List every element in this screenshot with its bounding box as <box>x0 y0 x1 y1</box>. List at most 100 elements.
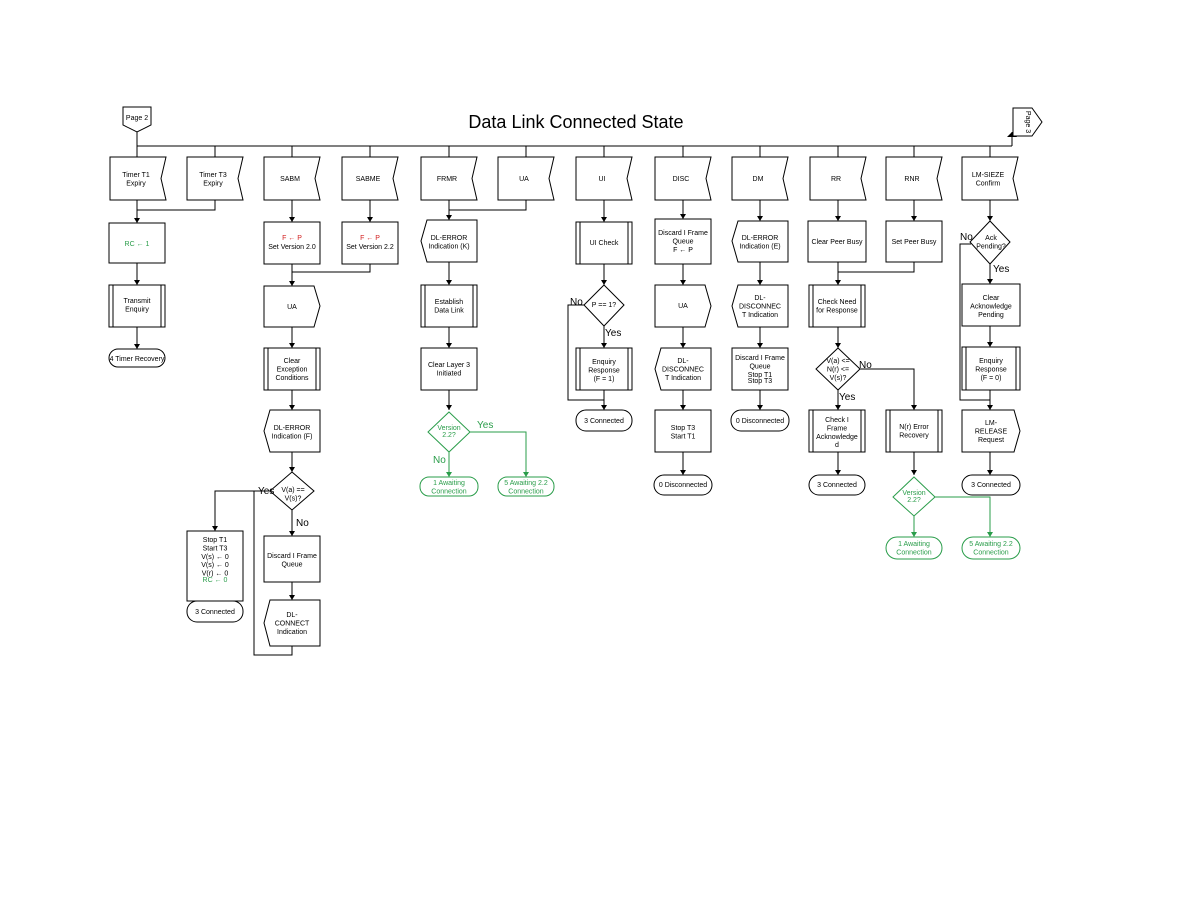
discard-disc-box[interactable] <box>654 218 712 265</box>
va-nr-decision[interactable] <box>815 347 861 391</box>
va-vs-decision[interactable] <box>269 471 315 511</box>
label-line: Set Version 2.2 <box>346 244 394 251</box>
label-line: Acknowledge <box>970 303 1012 310</box>
disconnected-a-terminal[interactable] <box>653 474 713 496</box>
timer-recovery-terminal[interactable] <box>108 348 166 368</box>
event-shape <box>109 156 167 201</box>
dl-error-e-input[interactable] <box>731 220 789 263</box>
event-label-line: LM-SIEZE <box>972 172 1005 179</box>
label-line: 4 Timer Recovery <box>110 356 165 363</box>
page-connector-in[interactable]: Page 2 <box>122 106 152 133</box>
awaiting-a-terminal[interactable] <box>419 476 479 497</box>
label-line: UA <box>287 304 297 311</box>
label-line: V(a) <= <box>826 358 849 365</box>
clear-exception-subprocess[interactable] <box>263 347 321 391</box>
event-disc[interactable]: DISC <box>654 156 712 201</box>
awaiting-b-terminal[interactable] <box>885 536 943 560</box>
set-peer-box[interactable] <box>885 220 943 263</box>
awaiting22-a-terminal[interactable] <box>497 476 555 497</box>
label-line: Yes <box>993 264 1009 275</box>
dl-error-f-input[interactable] <box>263 409 321 453</box>
sabm-process-box[interactable] <box>263 221 321 265</box>
label-line: N(r) Error <box>899 424 929 431</box>
label-line: Connection <box>973 549 1009 556</box>
ua-output-shape[interactable] <box>263 285 321 328</box>
event-sabme[interactable]: SABME <box>341 156 399 201</box>
yes-ack-label: Yes <box>993 264 1009 275</box>
connected-a-terminal[interactable] <box>186 600 244 623</box>
label-line: Connection <box>896 549 932 556</box>
page-connector-out[interactable]: Page 3 <box>1012 107 1043 137</box>
dl-connect-input[interactable] <box>263 599 321 647</box>
check-iack-subprocess[interactable] <box>808 409 866 453</box>
label-line: d <box>835 442 839 449</box>
transmit-enquiry-subprocess[interactable] <box>108 284 166 328</box>
label-line: Check I <box>825 417 849 424</box>
event-shape <box>809 156 867 201</box>
event-dm[interactable]: DM <box>731 156 789 201</box>
page-connector-in-label: Page 2 <box>126 115 148 122</box>
event-frmr[interactable]: FRMR <box>420 156 478 201</box>
stop-t1-box[interactable] <box>186 530 244 602</box>
discard-dm-box[interactable] <box>731 347 789 391</box>
label-line: 5 Awaiting 2.2 <box>969 541 1013 548</box>
sabme-process-box[interactable] <box>341 221 399 265</box>
enquiry-f1-subprocess[interactable] <box>575 347 633 391</box>
label-line: Indication (F) <box>272 433 313 440</box>
label-line: 1 Awaiting <box>433 480 465 487</box>
connected-c-terminal[interactable] <box>808 474 866 496</box>
event-rnr[interactable]: RNR <box>885 156 943 201</box>
clear-ack-box[interactable] <box>961 283 1021 327</box>
no-ack-label: No <box>960 232 973 243</box>
connected-d-terminal[interactable] <box>961 474 1021 496</box>
event-rr[interactable]: RR <box>809 156 867 201</box>
label-line: P == 1? <box>592 302 617 309</box>
dl-disc-dm-input[interactable] <box>731 284 789 328</box>
event-sabm[interactable]: SABM <box>263 156 321 201</box>
label-line: No <box>296 518 309 529</box>
check-need-subprocess[interactable] <box>808 284 866 328</box>
dl-disc-ind-input[interactable] <box>654 347 712 391</box>
lm-release-output[interactable] <box>961 409 1021 453</box>
stop-t3-box[interactable] <box>654 409 712 453</box>
discard-queue-box[interactable] <box>263 535 321 583</box>
event-ui[interactable]: UI <box>575 156 633 201</box>
ua-output-label: UA <box>287 304 297 311</box>
label-line: Yes <box>477 420 493 431</box>
label-line: Queue <box>672 238 693 245</box>
ua-disc-output[interactable] <box>654 284 712 328</box>
event-label-line: UI <box>599 176 606 183</box>
event-label: SABME <box>356 176 381 183</box>
label-line: F ← P <box>673 247 693 254</box>
clear-peer-box[interactable] <box>807 220 867 263</box>
enquiry-f0-subprocess[interactable] <box>961 346 1021 391</box>
dl-error-k-input[interactable] <box>420 219 478 263</box>
ui-check-subprocess[interactable] <box>575 221 633 265</box>
awaiting22-b-terminal[interactable] <box>961 536 1021 560</box>
ack-pending-decision[interactable] <box>969 220 1011 265</box>
label-line: 2.2? <box>907 497 921 504</box>
version-b-decision[interactable] <box>892 476 936 517</box>
version-a-decision[interactable] <box>427 411 471 453</box>
rc-assign-box[interactable] <box>108 222 166 264</box>
disconnected-b-terminal[interactable] <box>730 409 790 432</box>
event-ua[interactable]: UA <box>497 156 555 201</box>
clear-layer3-box[interactable] <box>420 347 478 391</box>
event-shape <box>186 156 244 201</box>
event-shape <box>420 156 478 201</box>
nr-error-subprocess[interactable] <box>885 409 943 453</box>
establish-subprocess[interactable] <box>420 284 478 328</box>
p-eq-1-decision[interactable] <box>583 284 625 327</box>
event-label: FRMR <box>437 176 457 183</box>
event-label-line: DM <box>753 176 764 183</box>
event-label: DISC <box>673 176 690 183</box>
label-line: F ← P <box>360 235 380 242</box>
connected-b-terminal[interactable] <box>575 409 633 432</box>
